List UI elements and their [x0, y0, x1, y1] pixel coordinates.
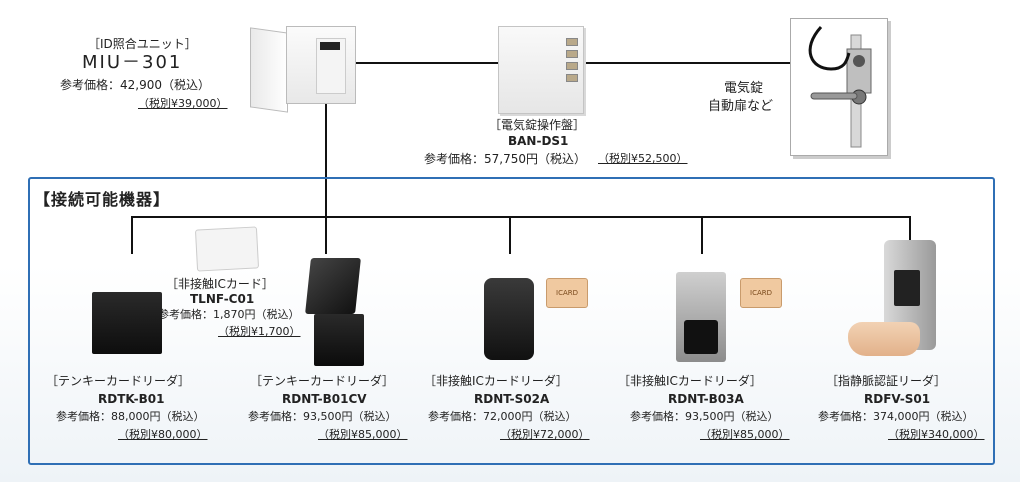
- device-1-price-ex: （税別¥80,000）: [118, 428, 208, 441]
- reader-rdnt-b01cv-image: [305, 258, 361, 314]
- reader-rdfv-s01-keypad: [894, 270, 920, 306]
- drop-5: [909, 216, 911, 242]
- device-3-model: RDNT-S02A: [474, 392, 550, 406]
- panel-switch-4: [566, 74, 578, 82]
- ic-card-label-2: ICARD: [750, 289, 772, 297]
- unit-bracket-name: ［ID照合ユニット］: [88, 37, 197, 51]
- unit-door-image: [250, 27, 288, 113]
- lock-label-1: 電気錠: [724, 81, 764, 96]
- line-unit-down: [325, 104, 327, 218]
- card-model: TLNF-C01: [190, 292, 255, 306]
- panel-switch-3: [566, 62, 578, 70]
- device-5-bracket: ［指静脈認証リーダ］: [826, 374, 947, 388]
- electric-lock-image: [790, 18, 888, 156]
- drop-4: [701, 216, 703, 254]
- device-5-price: 参考価格：374,000円（税込）: [818, 410, 974, 423]
- panel-switch-1: [566, 38, 578, 46]
- ic-card-icon-2: ICARD: [740, 278, 782, 308]
- device-3-price: 参考価格：72,000円（税込）: [428, 410, 577, 423]
- device-3-price-ex: （税別¥72,000）: [500, 428, 590, 441]
- card-price: 参考価格：1,870円（税込）: [158, 308, 300, 321]
- device-4-price: 参考価格：93,500円（税込）: [630, 410, 779, 423]
- ic-card-label-1: ICARD: [556, 289, 578, 297]
- line-bus: [131, 216, 911, 218]
- device-5-price-ex: （税別¥340,000）: [888, 428, 985, 441]
- line-panel-to-lock: [582, 62, 790, 64]
- device-4-price-ex: （税別¥85,000）: [700, 428, 790, 441]
- device-1-price: 参考価格：88,000円（税込）: [56, 410, 205, 423]
- unit-price-ex: （税別¥39,000）: [138, 97, 228, 110]
- unit-display-image: [320, 42, 340, 50]
- unit-price: 参考価格：42,900（税込）: [60, 78, 210, 92]
- reader-rdtk-b01-image: [92, 292, 162, 354]
- unit-model: MIU－301: [82, 52, 183, 73]
- panel-switch-2: [566, 50, 578, 58]
- device-2-price: 参考価格：93,500円（税込）: [248, 410, 397, 423]
- line-unit-to-panel: [354, 62, 498, 64]
- ic-card-icon-1: ICARD: [546, 278, 588, 308]
- panel-price: 参考価格：57,750円（税込）: [424, 152, 586, 166]
- card-bracket-name: ［非接触ICカード］: [166, 277, 274, 291]
- hand-image: [848, 322, 920, 356]
- panel-price-ex: （税別¥52,500）: [598, 152, 688, 165]
- device-4-model: RDNT-B03A: [668, 392, 744, 406]
- device-2-model: RDNT-B01CV: [282, 392, 367, 406]
- device-2-bracket: ［テンキーカードリーダ］: [250, 374, 395, 388]
- lock-hardware-icon: [808, 25, 872, 148]
- device-2-price-ex: （税別¥85,000）: [318, 428, 408, 441]
- device-5-model: RDFV-S01: [864, 392, 931, 406]
- ic-card-image: [194, 226, 260, 272]
- device-1-model: RDTK-B01: [98, 392, 165, 406]
- card-price-ex: （税別¥1,700）: [218, 325, 301, 338]
- section-title: 【接続可能機器】: [34, 190, 171, 209]
- panel-bracket-name: ［電気錠操作盤］: [489, 118, 586, 132]
- drop-1: [131, 216, 133, 254]
- device-1-bracket: ［テンキーカードリーダ］: [46, 374, 191, 388]
- device-3-bracket: ［非接触ICカードリーダ］: [424, 374, 568, 388]
- reader-rdnt-b01cv-base: [314, 314, 364, 366]
- reader-rdnt-s02a-image: [484, 278, 534, 360]
- panel-model: BAN-DS1: [508, 134, 569, 148]
- device-4-bracket: ［非接触ICカードリーダ］: [618, 374, 762, 388]
- reader-rdnt-b03a-pad: [684, 320, 718, 354]
- lock-label-2: 自動扉など: [708, 99, 774, 114]
- connectable-devices-frame: [28, 177, 995, 465]
- drop-3: [509, 216, 511, 254]
- drop-2: [325, 216, 327, 254]
